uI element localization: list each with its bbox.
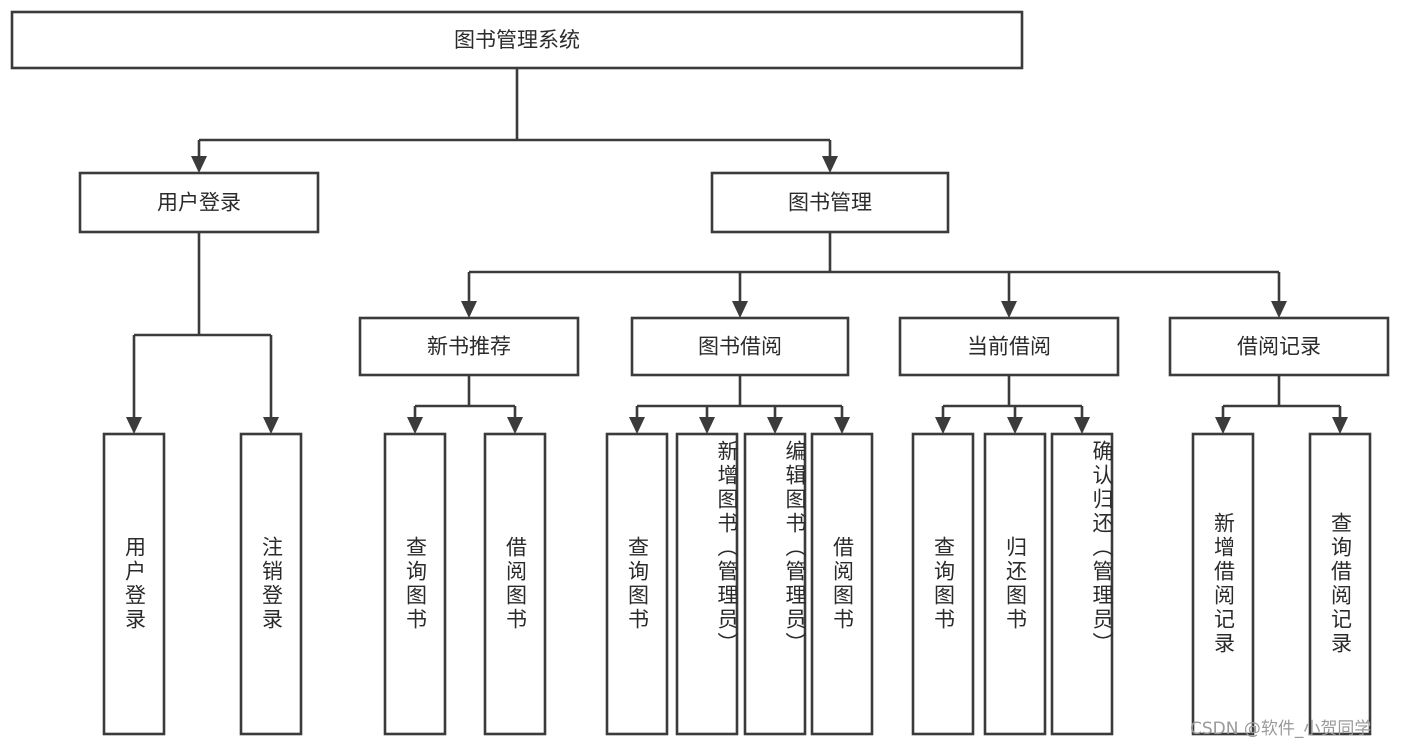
arrow-head-icon [1271, 301, 1287, 318]
arrow-head-icon [699, 417, 715, 434]
arrow-head-icon [461, 301, 477, 318]
arrow-head-icon [629, 417, 645, 434]
node-leaf-10-确认归还（管理员）[interactable] [1050, 432, 1114, 736]
arrow-head-icon [1007, 417, 1023, 434]
node-leaf-5-新增图书（管理员）[interactable] [675, 432, 739, 736]
arrow-head-icon [1332, 417, 1348, 434]
node-level2-图书借阅[interactable] [630, 316, 850, 377]
node-leaf-9-归还图书[interactable] [983, 432, 1047, 736]
arrow-head-icon [191, 156, 207, 173]
node-level2-新书推荐[interactable] [358, 316, 580, 377]
arrow-head-icon [1001, 301, 1017, 318]
node-root-图书管理系统-label: 图书管理系统 [454, 28, 580, 52]
node-level1-图书管理-label: 图书管理 [788, 191, 872, 215]
node-root-图书管理系统[interactable] [10, 10, 1024, 70]
node-leaf-4-查询图书[interactable] [605, 432, 669, 736]
arrow-head-icon [507, 417, 523, 434]
node-level2-借阅记录-label: 借阅记录 [1237, 335, 1321, 359]
node-level1-用户登录[interactable] [78, 171, 320, 234]
node-level2-借阅记录[interactable] [1168, 316, 1390, 377]
arrow-head-icon [263, 417, 279, 434]
node-leaf-11-新增借阅记录[interactable] [1191, 432, 1255, 736]
node-leaf-1-注销登录[interactable] [239, 432, 303, 736]
node-level2-当前借阅[interactable] [898, 316, 1120, 377]
node-level2-新书推荐-label: 新书推荐 [427, 335, 511, 359]
arrow-head-icon [732, 301, 748, 318]
node-leaf-12-查询借阅记录[interactable] [1308, 432, 1372, 736]
arrow-head-icon [407, 417, 423, 434]
node-leaf-3-借阅图书[interactable] [483, 432, 547, 736]
arrow-head-icon [935, 417, 951, 434]
watermark-text: CSDN @软件_小贺同学 [1190, 719, 1372, 739]
arrow-head-icon [1074, 417, 1090, 434]
arrow-head-icon [767, 417, 783, 434]
connector-layer [126, 68, 1348, 434]
arrow-head-icon [834, 417, 850, 434]
node-level1-用户登录-label: 用户登录 [157, 191, 241, 215]
node-leaf-8-查询图书[interactable] [911, 432, 975, 736]
node-level2-当前借阅-label: 当前借阅 [967, 335, 1051, 359]
node-level1-图书管理[interactable] [710, 171, 950, 234]
arrow-head-icon [1215, 417, 1231, 434]
node-leaf-2-查询图书[interactable] [383, 432, 447, 736]
node-leaf-6-编辑图书（管理员）[interactable] [743, 432, 807, 736]
node-level2-图书借阅-label: 图书借阅 [698, 335, 782, 359]
node-leaf-0-用户登录[interactable] [102, 432, 166, 736]
node-leaf-7-借阅图书[interactable] [810, 432, 874, 736]
arrow-head-icon [126, 417, 142, 434]
arrow-head-icon [822, 156, 838, 173]
